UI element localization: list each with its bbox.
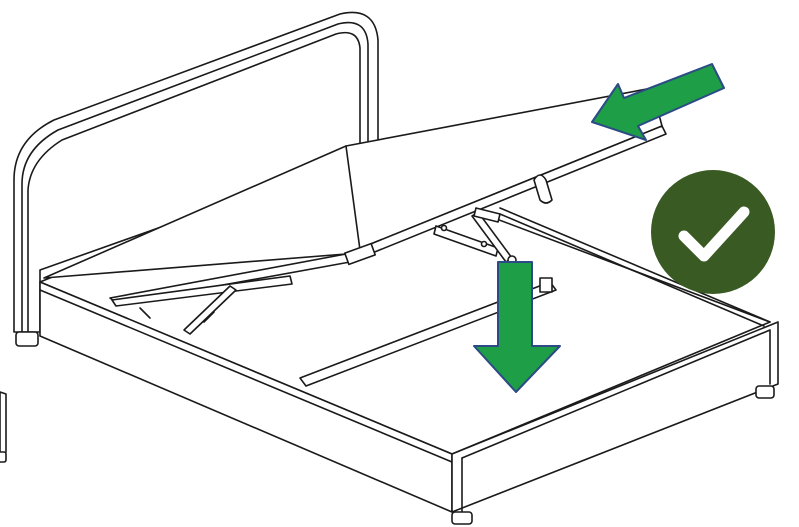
headboard [13, 11, 379, 347]
adjacent-unit-edge [0, 391, 7, 463]
slide-arrow [591, 63, 725, 141]
press-down-arrow [473, 261, 561, 393]
checkmark-icon [651, 170, 775, 294]
lift-mechanism-left [111, 275, 293, 335]
